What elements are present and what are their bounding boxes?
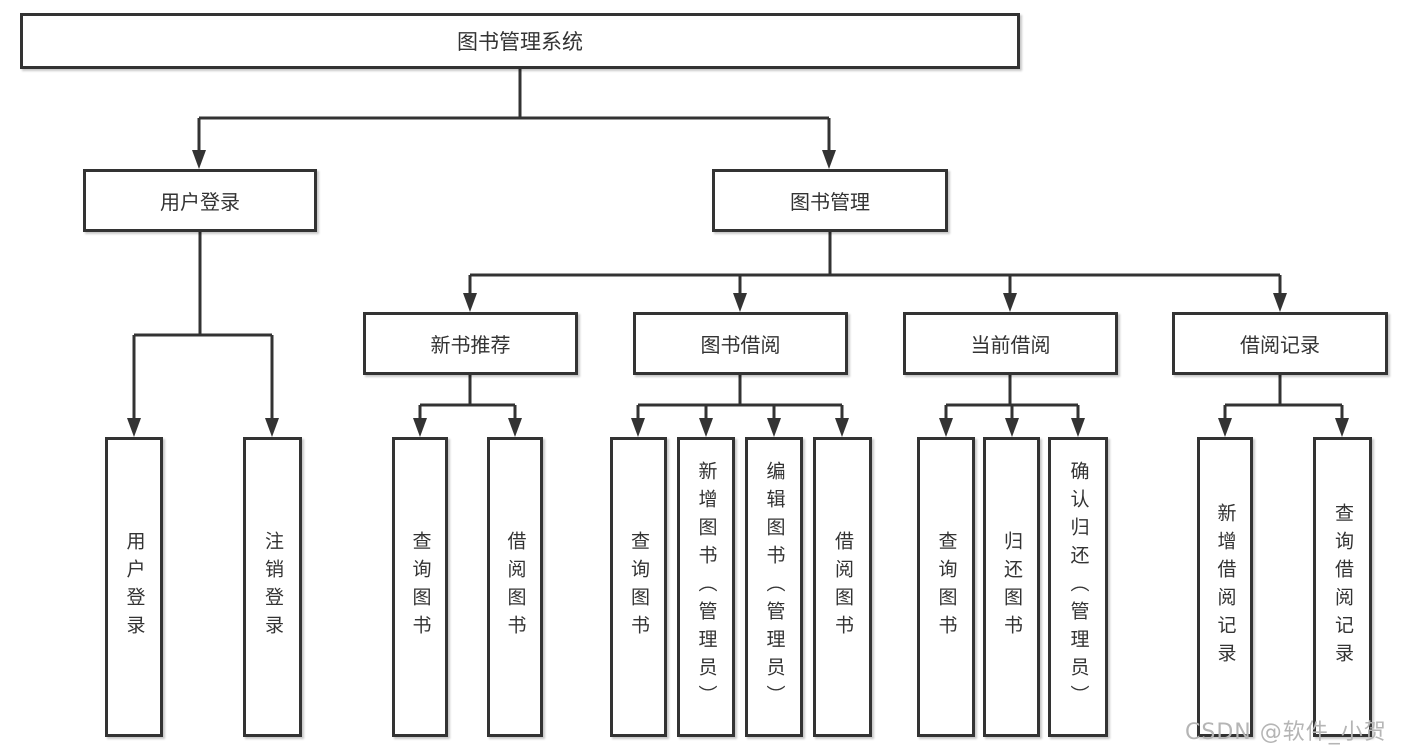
leaf-borrow-books: 借阅图书 <box>813 437 872 737</box>
node-new-book-recommend: 新书推荐 <box>363 312 578 375</box>
leaf-label: 用户登录 <box>123 531 146 643</box>
arrowheads <box>127 150 1349 437</box>
leaf-return-books: 归还图书 <box>983 437 1040 737</box>
leaf-label: 借阅图书 <box>832 531 854 643</box>
node-current-borrow: 当前借阅 <box>903 312 1118 375</box>
node-user-login: 用户登录 <box>83 169 317 232</box>
leaf-add-books-admin: 新增图书（管理员） <box>677 437 735 737</box>
leaf-label: 编辑图书（管理员） <box>763 461 786 713</box>
leaf-label: 新增借阅记录 <box>1214 503 1237 671</box>
leaf-label: 注销登录 <box>262 531 284 643</box>
leaf-label: 查询图书 <box>409 531 432 643</box>
leaf-label: 新增图书（管理员） <box>695 461 718 713</box>
csdn-watermark: CSDN @软件_小贺同学 <box>1185 720 1387 745</box>
leaf-confirm-return-admin: 确认归还（管理员） <box>1048 437 1108 737</box>
node-root-library-system: 图书管理系统 <box>20 13 1020 69</box>
leaf-query-books-borrow: 查询图书 <box>610 437 667 737</box>
leaf-label: 查询图书 <box>628 531 650 643</box>
leaf-edit-books-admin: 编辑图书（管理员） <box>745 437 803 737</box>
leaf-query-books-current: 查询图书 <box>917 437 975 737</box>
node-book-management: 图书管理 <box>712 169 948 232</box>
leaf-query-borrow-record: 查询借阅记录 <box>1313 437 1372 737</box>
leaf-add-borrow-record: 新增借阅记录 <box>1197 437 1253 737</box>
leaf-label: 查询图书 <box>935 531 958 643</box>
leaf-borrow-books-recommend: 借阅图书 <box>487 437 543 737</box>
leaf-label: 归还图书 <box>1001 531 1023 643</box>
leaf-label: 确认归还（管理员） <box>1067 461 1090 713</box>
leaf-user-login: 用户登录 <box>105 437 163 737</box>
leaf-label: 借阅图书 <box>504 531 527 643</box>
leaf-query-books-recommend: 查询图书 <box>392 437 448 737</box>
node-book-borrow: 图书借阅 <box>633 312 848 375</box>
node-borrow-records: 借阅记录 <box>1172 312 1388 375</box>
leaf-label: 查询借阅记录 <box>1332 503 1354 671</box>
leaf-logout: 注销登录 <box>243 437 302 737</box>
